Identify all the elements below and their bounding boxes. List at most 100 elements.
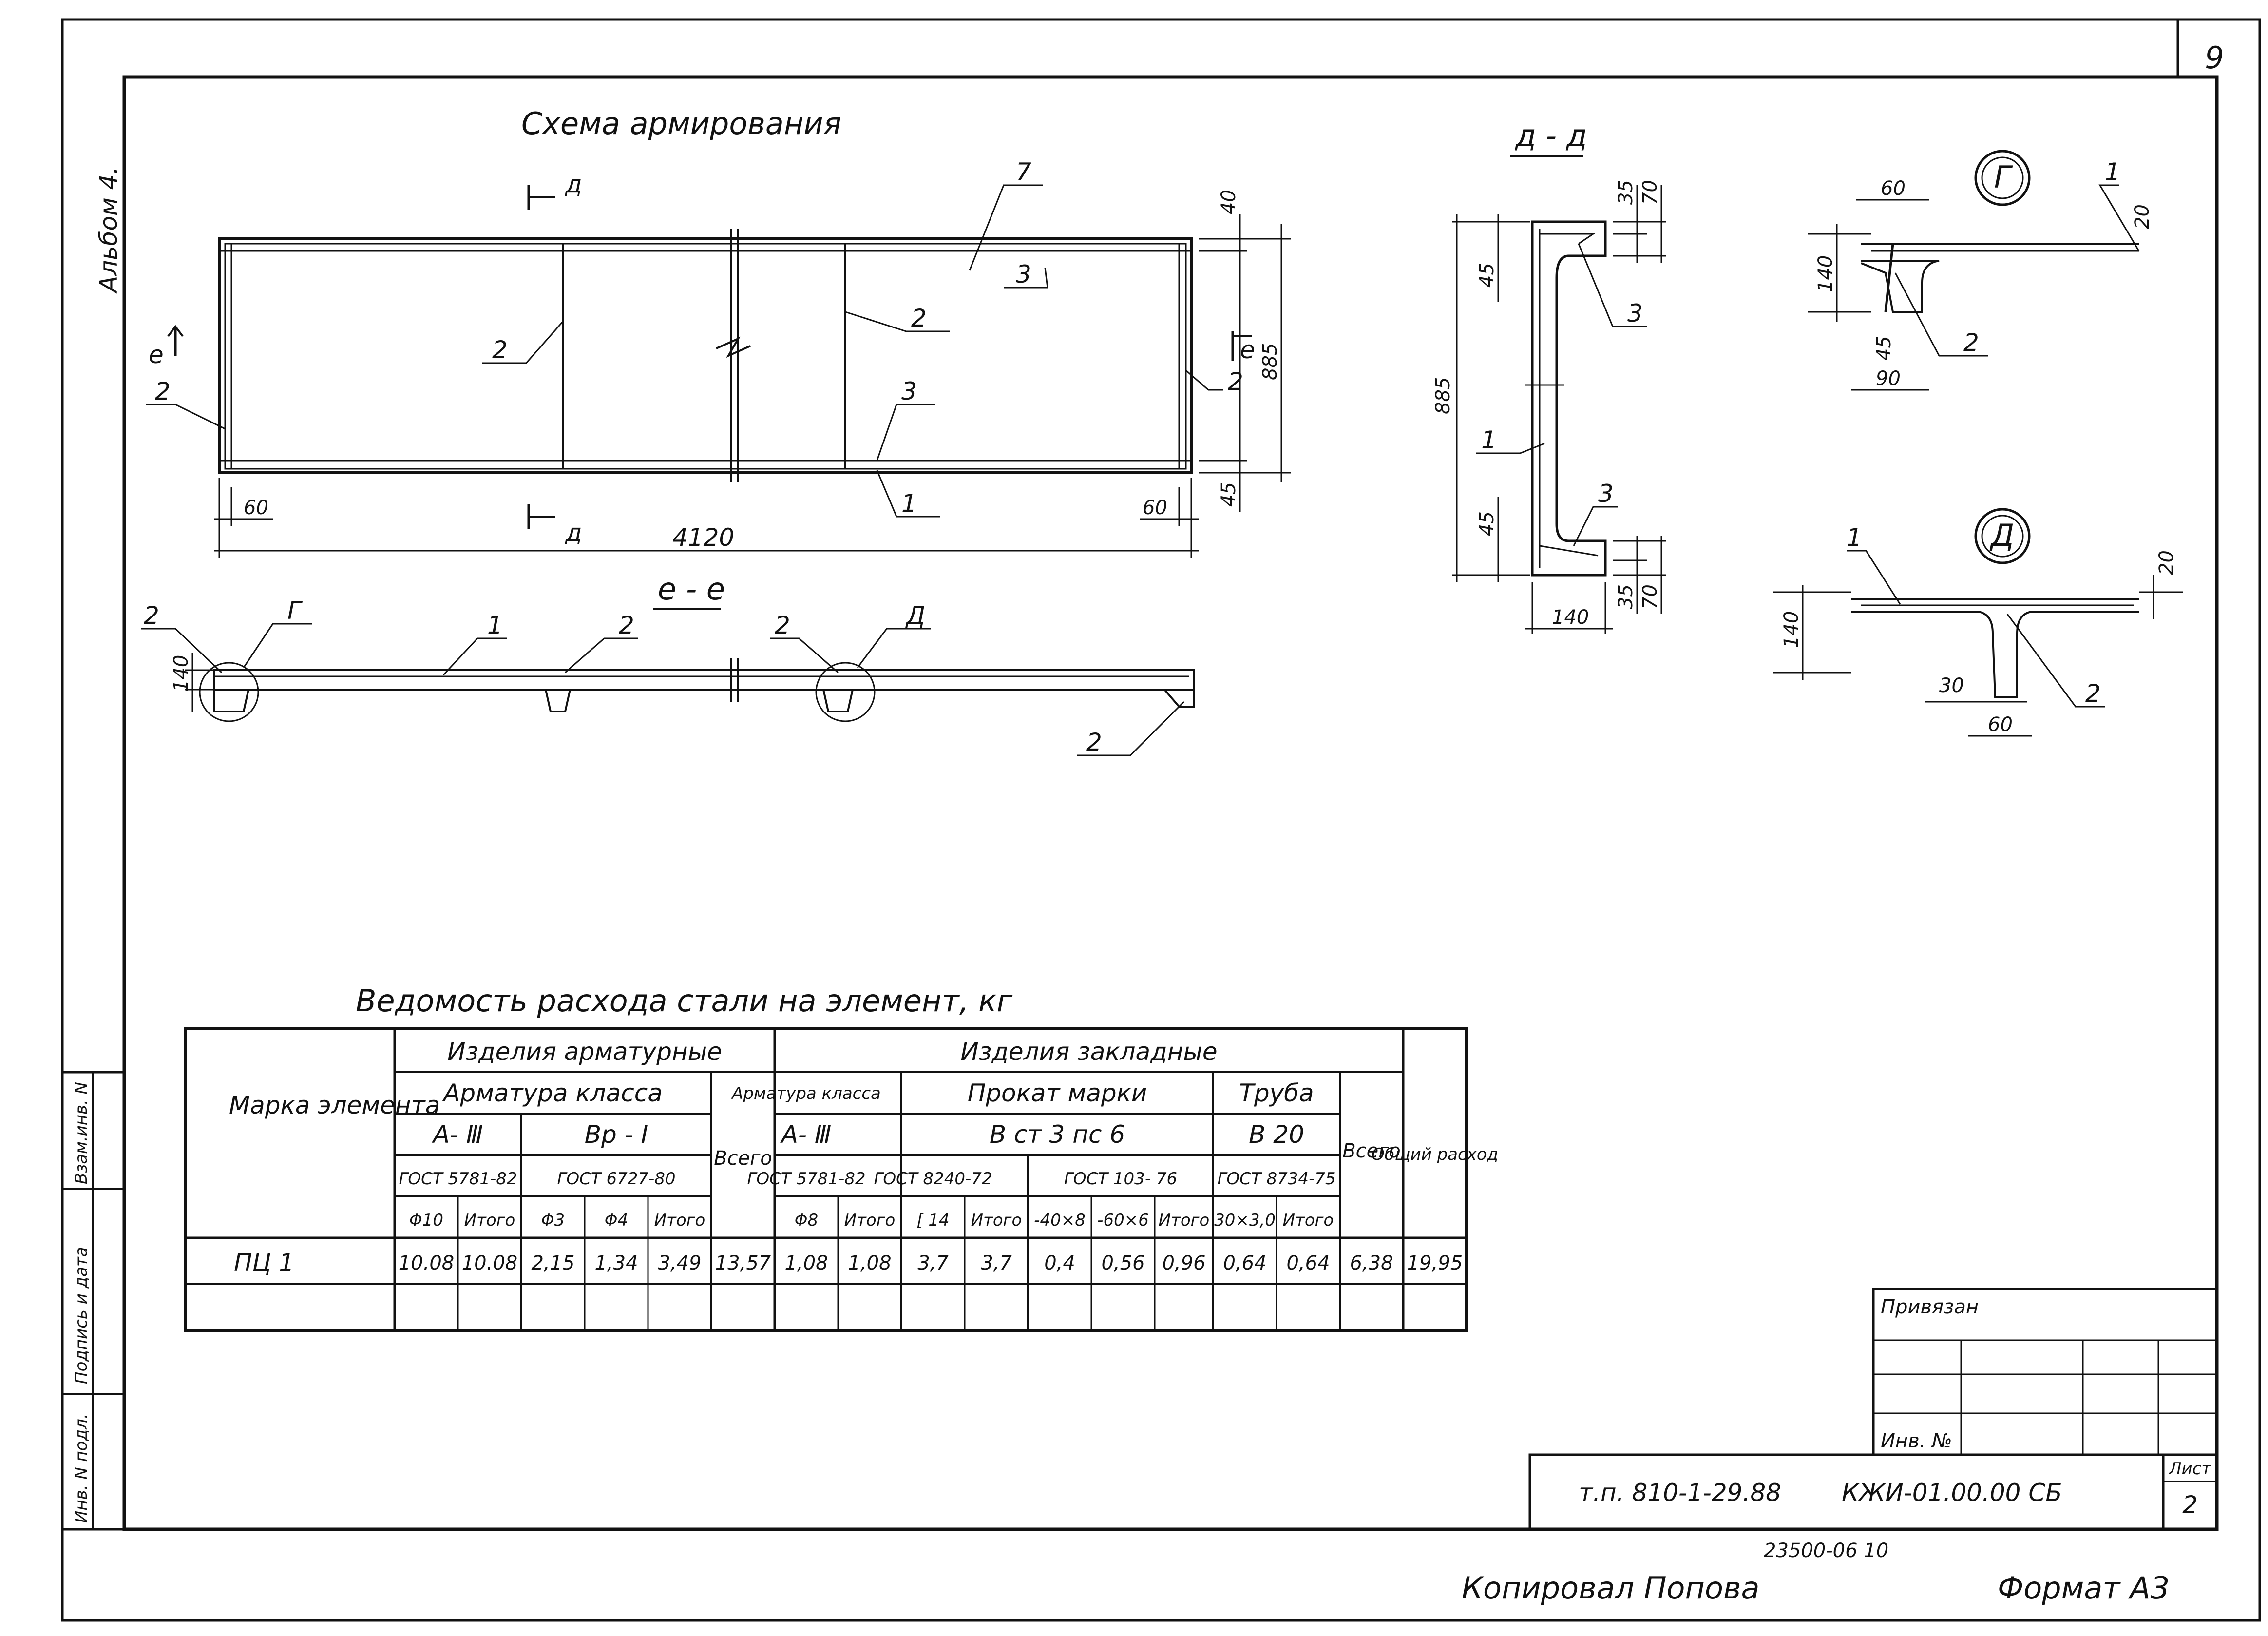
sec-e-left: е <box>149 341 164 369</box>
dim-60-right: 60 <box>1143 497 1167 519</box>
label-2b: 2 <box>911 304 927 332</box>
side-stamp: Взам.инв. N Подпись и дата Инв. N подл. <box>61 1071 126 1531</box>
steel-table-title: Ведомость расхода стали на элемент, кг <box>356 983 1013 1019</box>
th-arm-class2: Арматура класса <box>731 1084 881 1103</box>
th-sub-8: [ 14 <box>916 1211 949 1230</box>
th-grand: Общий расход <box>1372 1145 1498 1164</box>
th-sub-9: Итого <box>971 1211 1022 1230</box>
th-rebar: Изделия арматурные <box>447 1038 722 1066</box>
node-g-dim-90: 90 <box>1876 367 1901 390</box>
node-d-dim-20: 20 <box>2155 550 2178 575</box>
dd-label-1: 1 <box>1481 426 1497 454</box>
td-13: 0,96 <box>1162 1252 1205 1274</box>
th-gost-1: ГОСТ 5781-82 <box>399 1169 517 1189</box>
dd-dim-45a: 45 <box>1476 263 1498 288</box>
node-d: Д 1 2 20 140 30 60 <box>1773 508 2183 737</box>
th-sub-6: Φ8 <box>795 1211 818 1230</box>
th-arm-class: Арматура класса <box>442 1079 663 1107</box>
section-ee: е - е Г Д 1 2 2 2 2 140 <box>141 571 1195 756</box>
sec-e-right: е <box>1240 336 1255 364</box>
td-2: 10.08 <box>462 1252 518 1274</box>
copied-by: Копировал Попова <box>1462 1570 1760 1606</box>
th-sub-14: Итого <box>1283 1211 1334 1230</box>
stamp-list-label: Лист <box>2168 1459 2211 1479</box>
ee-label-2b: 2 <box>775 611 790 639</box>
td-7: 1,08 <box>784 1252 828 1274</box>
th-gost-4: ГОСТ 8240-72 <box>874 1169 992 1189</box>
td-10: 3,7 <box>981 1252 1012 1274</box>
td-14: 0,64 <box>1223 1252 1266 1274</box>
td-1: 10.08 <box>399 1252 455 1274</box>
th-pipe: Труба <box>1239 1079 1314 1107</box>
label-3a: 3 <box>1016 260 1031 289</box>
section-dd: д - д 3 3 1 885 45 45 35 70 35 70 <box>1432 118 1666 634</box>
th-sub-12: Итого <box>1159 1211 1210 1230</box>
steel-table: Ведомость расхода стали на элемент, кг <box>184 983 1498 1332</box>
dd-dim-70b: 70 <box>1639 584 1661 609</box>
ee-label-1: 1 <box>487 611 503 639</box>
dd-label-3b: 3 <box>1598 480 1614 508</box>
archive-number: 23500-06 10 <box>1764 1540 1888 1562</box>
th-sub-2: Итого <box>464 1211 515 1230</box>
node-d-dim-30: 30 <box>1939 674 1964 697</box>
section-ee-title: е - е <box>658 571 725 607</box>
th-total2: Всего <box>1342 1140 1401 1162</box>
th-gost-5: ГОСТ 103- 76 <box>1064 1169 1177 1189</box>
label-7: 7 <box>1016 158 1031 186</box>
outer-border <box>61 18 2261 1622</box>
stamp-code: т.п. 810-1-29.88 <box>1579 1479 1781 1507</box>
node-d-dim-60: 60 <box>1988 713 2013 736</box>
th-mark: Марка элемента <box>229 1091 440 1119</box>
th-sub-10: -40×8 <box>1034 1211 1086 1230</box>
th-vst: В ст 3 пс 6 <box>990 1120 1125 1149</box>
td-mark: ПЦ 1 <box>234 1249 294 1277</box>
node-g-label-2: 2 <box>1963 328 1979 357</box>
callout-g: Г <box>287 597 303 625</box>
dd-dim-885: 885 <box>1432 377 1454 414</box>
sec-d-top: д <box>565 170 582 198</box>
side-label-replace: Взам.инв. N <box>72 1082 91 1184</box>
stamp-list-no: 2 <box>2182 1491 2198 1519</box>
th-sub-13: 30×3,0 <box>1214 1211 1276 1230</box>
section-dd-title: д - д <box>1515 118 1587 154</box>
td-8: 1,08 <box>848 1252 891 1274</box>
th-vp1: Вр - Ⅰ <box>585 1120 648 1149</box>
dd-label-3a: 3 <box>1627 299 1643 327</box>
td-17: 19,95 <box>1407 1252 1463 1274</box>
th-sub-1: Φ10 <box>409 1211 443 1230</box>
dim-885: 885 <box>1259 343 1281 380</box>
side-label-inv: Инв. N подл. <box>72 1413 91 1523</box>
node-d-dim-140: 140 <box>1780 611 1803 648</box>
ee-label-2d: 2 <box>1086 728 1102 756</box>
node-g-dim-140: 140 <box>1814 255 1837 292</box>
th-sub-3: Φ3 <box>541 1211 565 1230</box>
node-g-label-1: 1 <box>2105 158 2120 186</box>
td-5: 3,49 <box>658 1252 701 1274</box>
th-a3: А- Ⅲ <box>432 1120 483 1149</box>
dd-dim-70a: 70 <box>1639 180 1661 205</box>
td-4: 1,34 <box>594 1252 638 1274</box>
dim-4120: 4120 <box>672 523 734 552</box>
page-number: 9 <box>2205 40 2224 76</box>
td-6: 13,57 <box>715 1252 771 1274</box>
td-9: 3,7 <box>917 1252 949 1274</box>
ee-label-2a: 2 <box>619 611 634 639</box>
album-label: Альбом 4. <box>95 167 123 294</box>
node-g-dim-45: 45 <box>1873 336 1895 361</box>
dim-45: 45 <box>1218 482 1240 507</box>
stamp-inv-no: Инв. № <box>1881 1430 1952 1452</box>
side-label-sign: Подпись и дата <box>72 1247 91 1384</box>
dd-dim-45b: 45 <box>1476 511 1498 536</box>
node-g-dim-20: 20 <box>2131 204 2154 229</box>
label-2a: 2 <box>492 336 508 364</box>
th-sub-4: Φ4 <box>605 1211 628 1230</box>
label-1: 1 <box>901 489 917 518</box>
label-2d: 2 <box>1228 367 1243 396</box>
th-a3b: А- Ⅲ <box>780 1120 832 1149</box>
td-15: 0,64 <box>1286 1252 1330 1274</box>
stamp-privyazan: Привязан <box>1881 1296 1979 1318</box>
th-embed: Изделия закладные <box>960 1038 1217 1066</box>
dd-dim-35a: 35 <box>1615 180 1637 205</box>
dd-dim-140: 140 <box>1552 606 1589 629</box>
